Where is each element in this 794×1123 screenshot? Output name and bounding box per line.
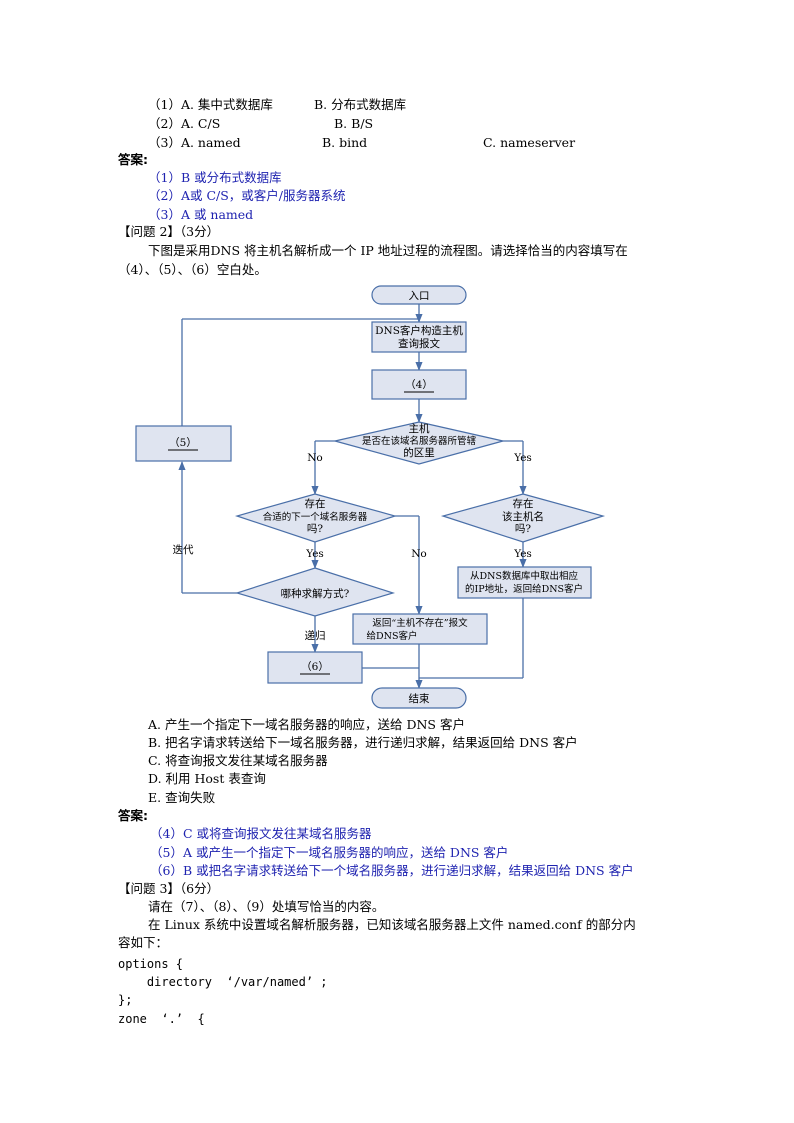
q2-prompt-line1: 下图是采用DNS 将主机名解析成一个 IP 地址过程的流程图。请选择恰当的内容填… [148, 243, 628, 258]
decision-next-server [234, 493, 398, 543]
decision1-label-2: 是否在该域名服务器所管辖 [362, 435, 476, 447]
q2-answer-6: （6）B 或把名字请求转送给下一个域名服务器，进行递归求解，结果返回给 DNS … [150, 863, 634, 878]
end-label: 结束 [409, 692, 430, 705]
decision2-label-3: 吗? [307, 523, 323, 535]
code-line-4: zone ‘.’ { [118, 1012, 205, 1026]
code-line-2: directory ‘/var/named’ ; [118, 975, 328, 989]
blank-5-box [135, 425, 232, 462]
q1-answer-2: （2）A或 C/S，或客户/服务器系统 [148, 188, 346, 203]
q1-option-3a: （3）A. named [148, 135, 241, 150]
fetch-label-1: 从DNS数据库中取出相应 [470, 570, 578, 582]
fetch-label-2: 的IP地址，返回给DNS客户 [465, 583, 583, 595]
q2-option-a: A. 产生一个指定下一域名服务器的响应，送给 DNS 客户 [148, 717, 465, 732]
answer-label-1: 答案: [118, 152, 148, 167]
q1-answer-1: （1）B 或分布式数据库 [148, 170, 282, 185]
q1-option-3c: C. nameserver [483, 135, 576, 150]
decision4-label: 哪种求解方式? [281, 587, 350, 600]
q2-heading: 【问题 2】（3分） [118, 224, 220, 239]
q1-option-2a: （2）A. C/S [148, 116, 221, 131]
fetch-ip-box [457, 566, 592, 599]
q1-option-1b: B. 分布式数据库 [314, 97, 407, 112]
edge-recursive: 递归 [305, 629, 326, 642]
edge-no-1: No [307, 452, 323, 464]
edge-yes-2: Yes [305, 548, 324, 560]
notexist-label-1: 返回“主机不存在”报文 [372, 617, 468, 629]
decision2-label-1: 存在 [305, 497, 326, 510]
q3-line1: 请在（7）、（8）、（9）处填写恰当的内容。 [148, 899, 385, 914]
decision3-label-3: 吗? [515, 523, 531, 535]
entry-terminal [371, 285, 467, 305]
host-not-exist-box [352, 613, 488, 645]
notexist-label-2: 给DNS客户 [367, 630, 418, 642]
q1-option-1a: （1）A. 集中式数据库 [148, 97, 273, 112]
blank-4-box [371, 369, 467, 400]
q2-answer-4: （4）C 或将查询报文发往某域名服务器 [150, 826, 372, 841]
edge-iterative: 迭代 [173, 544, 194, 556]
decision-in-zone [334, 421, 504, 465]
decision-host-exists [440, 493, 606, 543]
decision3-label-1: 存在 [513, 497, 534, 510]
entry-label: 入口 [409, 290, 430, 302]
decision1-label-3: 的区里 [403, 446, 435, 459]
decision3-label-2: 该主机名 [502, 510, 544, 523]
decision-resolve-mode [234, 567, 396, 617]
blank-6-box [267, 651, 363, 684]
blank-5-label: （5） [169, 437, 197, 449]
code-line-1: options { [118, 957, 184, 971]
q3-line2: 在 Linux 系统中设置域名解析服务器，已知该域名服务器上文件 named.c… [148, 917, 636, 932]
decision1-label-1: 主机 [409, 422, 430, 435]
construct-label-1: DNS客户构造主机 [375, 324, 463, 337]
q1-option-3b: B. bind [322, 135, 368, 150]
q2-option-d: D. 利用 Host 表查询 [148, 771, 266, 786]
edge-no-2: No [411, 548, 427, 560]
blank-4-label: （4） [405, 379, 433, 391]
q3-heading: 【问题 3】（6分） [118, 881, 220, 896]
q3-line3: 容如下： [118, 935, 169, 950]
q1-option-2b: B. B/S [334, 116, 374, 131]
answer-label-2: 答案: [118, 808, 148, 823]
q2-option-c: C. 将查询报文发往某域名服务器 [148, 753, 328, 768]
dns-flowchart: 入口 DNS客户构造主机 查询报文 （4） 主机 是否在该域名服务器所管辖 的区… [135, 285, 606, 709]
q2-option-b: B. 把名字请求转送给下一域名服务器，进行递归求解，结果返回给 DNS 客户 [148, 735, 578, 750]
decision2-label-2: 合适的下一个域名服务器 [263, 511, 368, 523]
edge-yes-1: Yes [513, 452, 532, 464]
q2-answer-5: （5）A 或产生一个指定下一域名服务器的响应，送给 DNS 客户 [150, 845, 509, 860]
q2-option-e: E. 查询失败 [148, 790, 216, 805]
blank-6-label: （6） [301, 661, 329, 673]
construct-label-2: 查询报文 [398, 337, 440, 350]
q1-answer-3: （3）A 或 named [148, 207, 254, 222]
construct-query-box [371, 321, 467, 353]
code-line-3: }; [118, 993, 133, 1007]
q2-prompt-line2: （4）、（5）、（6）空白处。 [118, 262, 267, 277]
edge-yes-3: Yes [513, 548, 532, 560]
end-terminal [371, 687, 467, 709]
